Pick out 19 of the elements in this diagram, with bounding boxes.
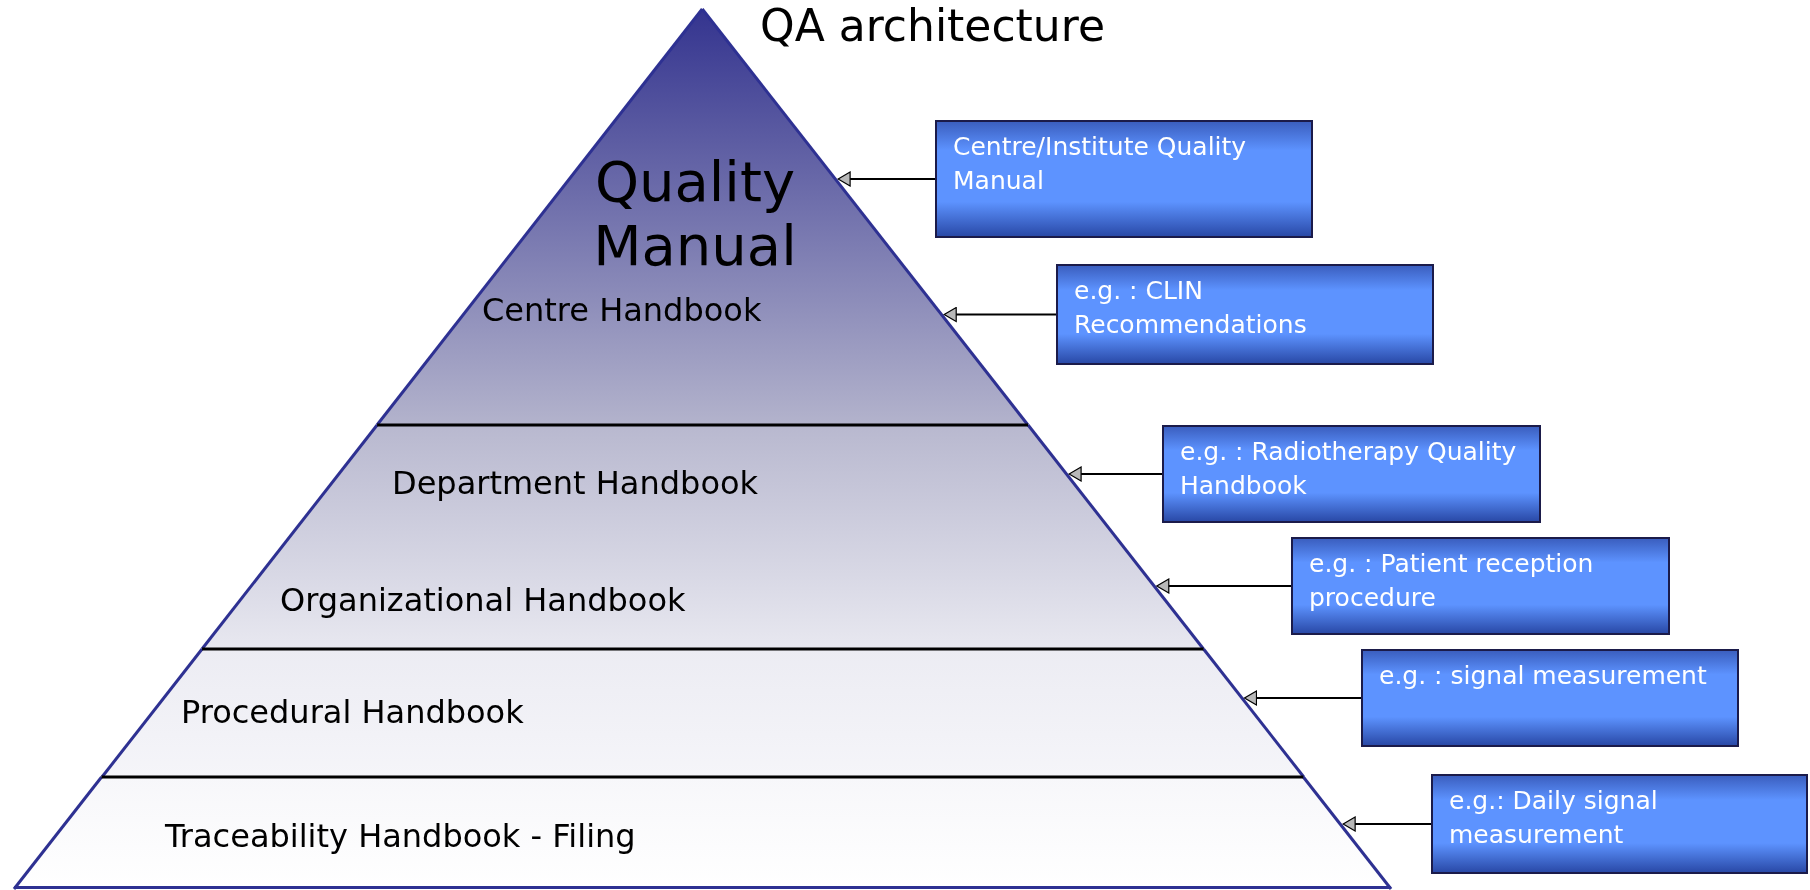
level-title: Traceability Handbook - Filing — [165, 818, 636, 855]
example-box: e.g.: Daily signal measurement — [1431, 774, 1808, 874]
level-title: Procedural Handbook — [181, 694, 524, 731]
arrow — [1068, 466, 1163, 482]
example-box: e.g. : Radiotherapy Quality Handbook — [1162, 425, 1541, 523]
diagram-title: QA architecture — [760, 0, 1105, 51]
example-box: e.g. : signal measurement — [1361, 649, 1739, 747]
level-title: Organizational Handbook — [280, 582, 686, 619]
arrow — [1243, 690, 1362, 706]
example-box: e.g. : CLIN Recommendations — [1056, 264, 1434, 365]
arrow — [943, 306, 1057, 323]
example-box: Centre/Institute Quality Manual — [935, 120, 1313, 238]
level-title: Centre Handbook — [482, 292, 762, 329]
arrow — [1156, 578, 1292, 594]
example-box: e.g. : Patient reception procedure — [1291, 537, 1670, 635]
arrow — [837, 171, 936, 187]
arrow — [1342, 816, 1432, 832]
level-title: Department Handbook — [392, 465, 759, 502]
level-title: Quality Manual — [592, 150, 798, 279]
